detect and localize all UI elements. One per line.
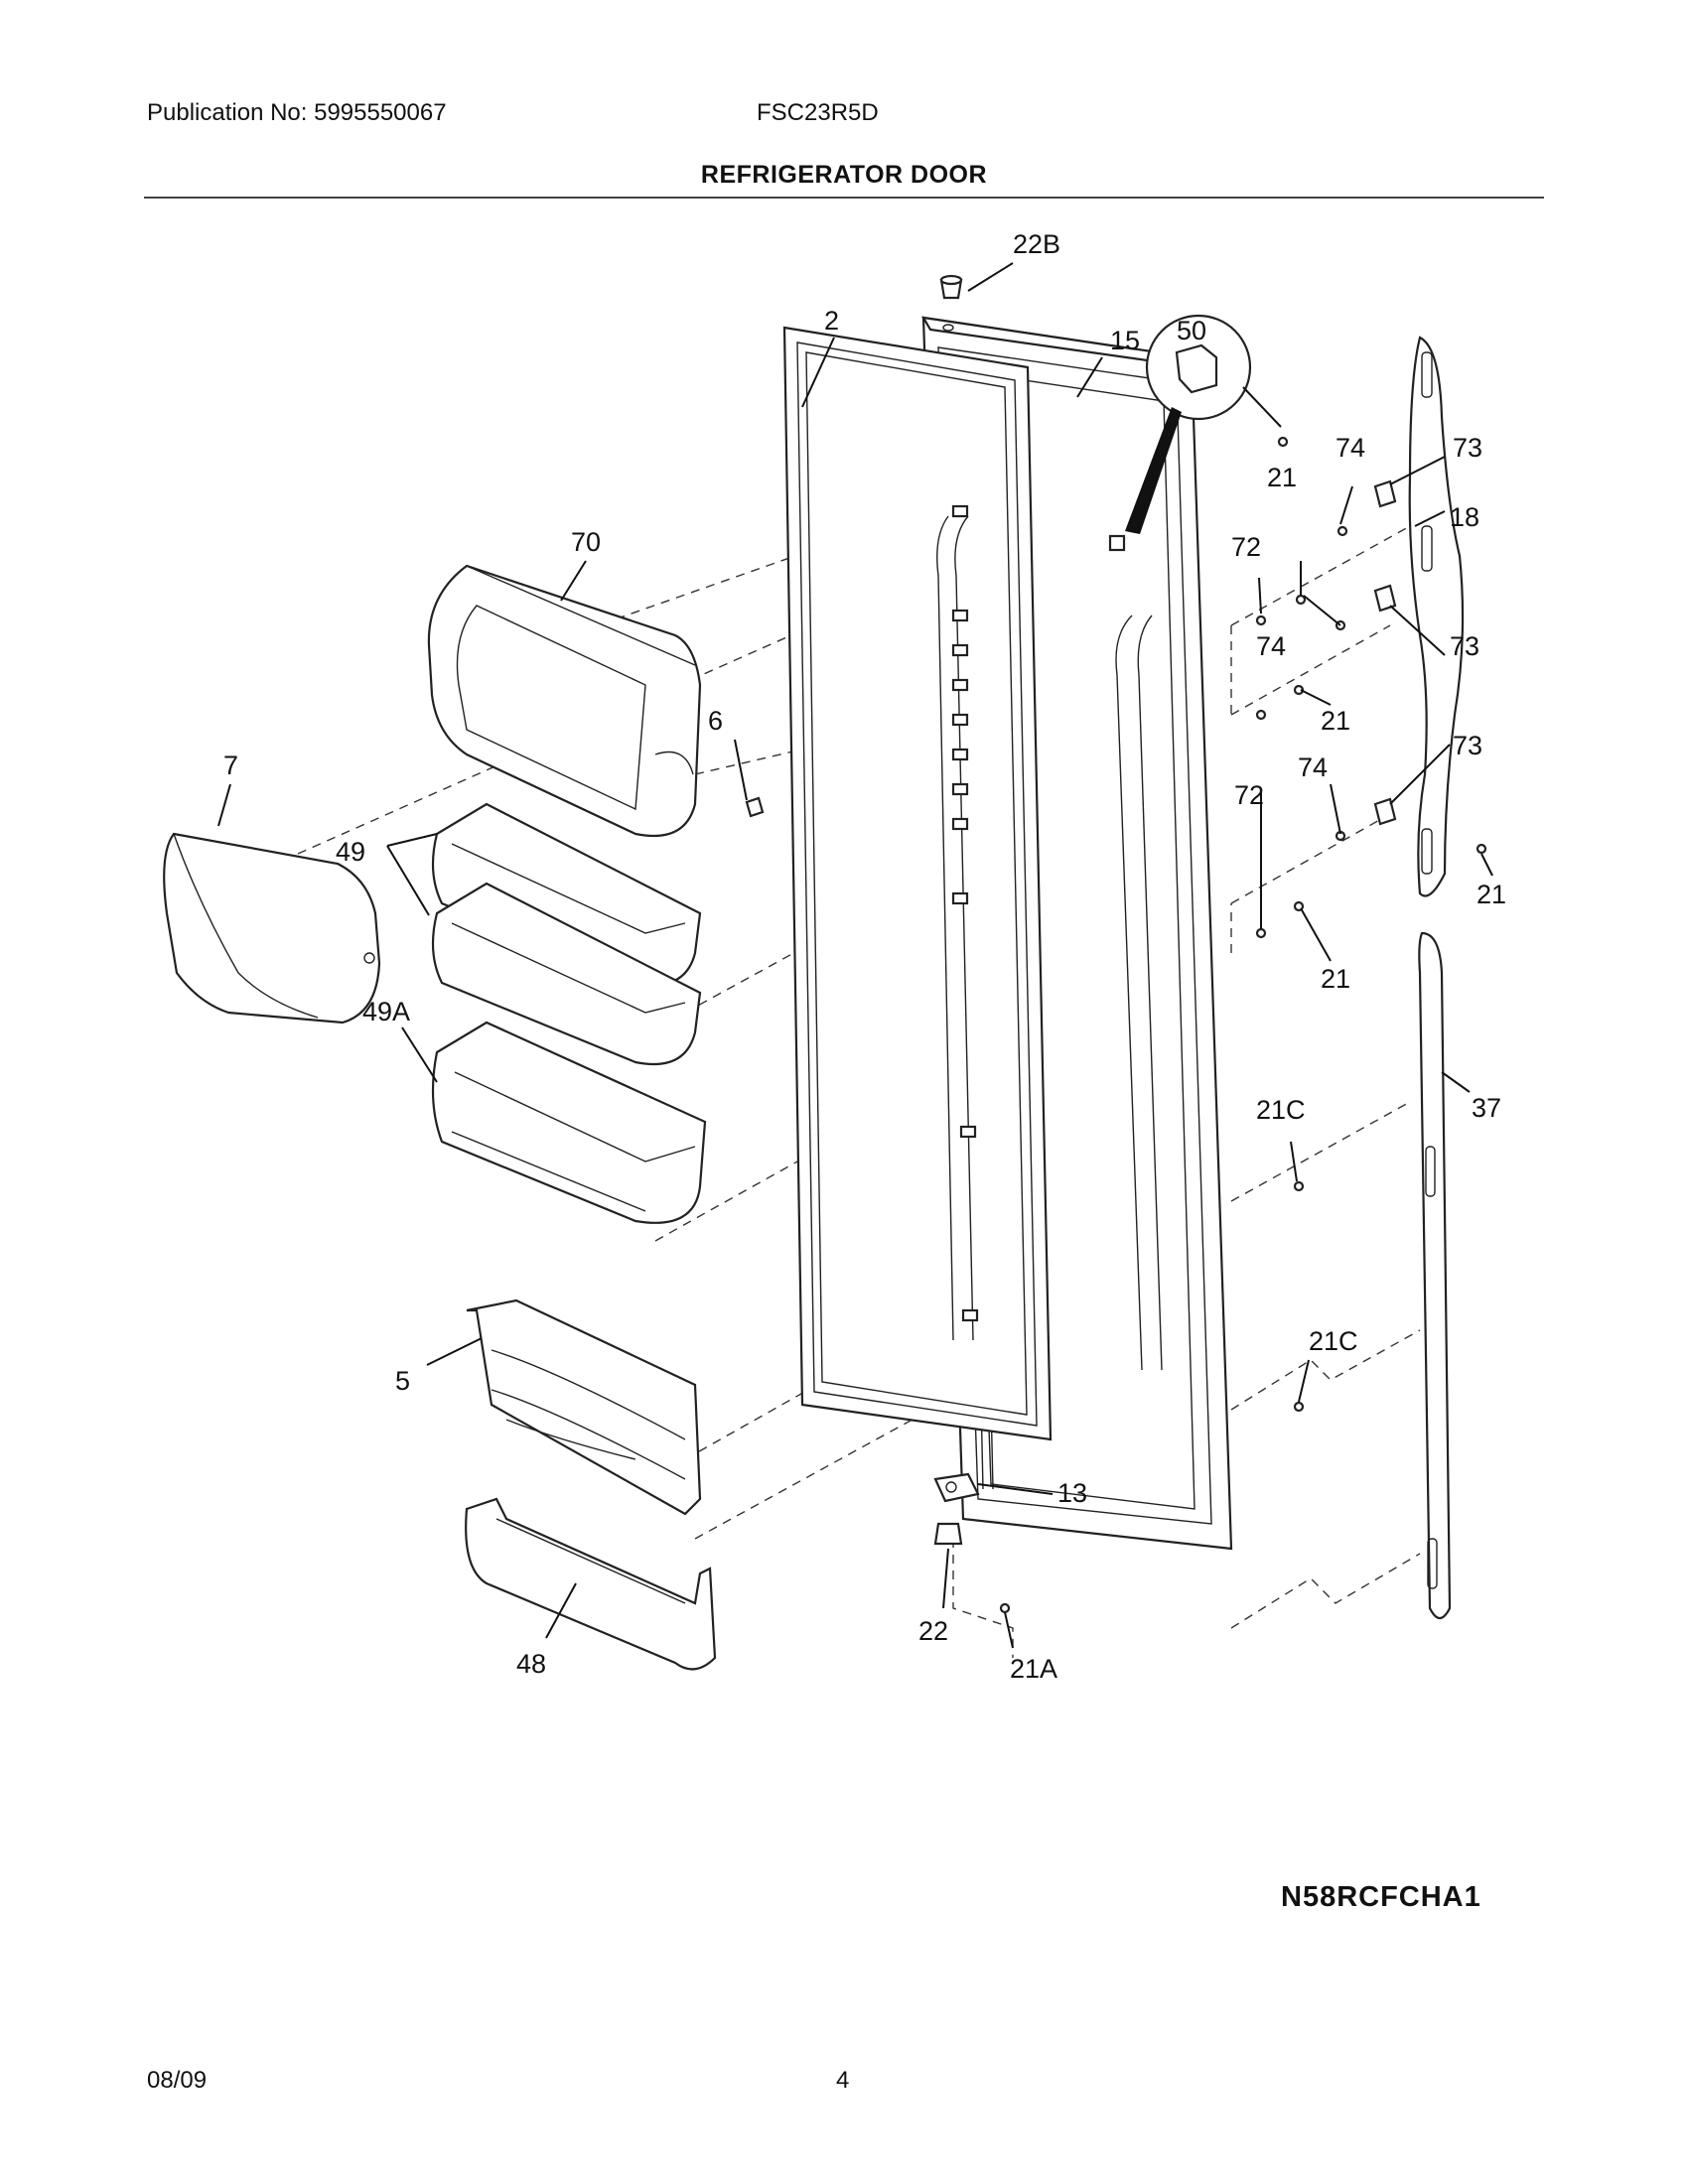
liner-pegs bbox=[951, 504, 979, 1322]
callout-70: 70 bbox=[571, 527, 601, 557]
callout-21-c: 21 bbox=[1477, 880, 1506, 909]
bottom-bin-48 bbox=[465, 1497, 717, 1671]
publication-number: Publication No: 5995550067 bbox=[147, 99, 447, 126]
callout-74-b: 74 bbox=[1256, 631, 1286, 661]
retainer-clip-6 bbox=[745, 796, 765, 818]
dairy-bin-70 bbox=[427, 564, 702, 838]
callout-6: 6 bbox=[708, 706, 723, 736]
door-shelf-49A bbox=[431, 1021, 707, 1224]
callout-49: 49 bbox=[336, 837, 365, 867]
clips-73 bbox=[1373, 479, 1397, 826]
callout-22: 22 bbox=[918, 1616, 948, 1646]
callout-21-d: 21 bbox=[1321, 964, 1350, 994]
callout-21A: 21A bbox=[1010, 1654, 1057, 1684]
callout-37: 37 bbox=[1472, 1093, 1501, 1123]
handle-trim-37 bbox=[1418, 931, 1452, 1620]
model-number: FSC23R5D bbox=[757, 99, 879, 126]
callout-48: 48 bbox=[516, 1649, 546, 1679]
callout-72-a: 72 bbox=[1231, 532, 1261, 562]
callout-7: 7 bbox=[223, 751, 238, 780]
door-shelf-49-bottom bbox=[431, 882, 702, 1066]
callout-49A: 49A bbox=[362, 997, 410, 1026]
callout-74-c: 74 bbox=[1298, 752, 1328, 782]
callout-5: 5 bbox=[395, 1366, 410, 1396]
leader-lines bbox=[217, 262, 1493, 1649]
callout-73-c: 73 bbox=[1453, 731, 1482, 760]
door-handle-18 bbox=[1408, 336, 1465, 897]
diagram-code: N58RCFCHA1 bbox=[1281, 1881, 1481, 1913]
callout-labels: 22B 15 2 50 74 73 21 18 72 74 73 21 70 6… bbox=[223, 229, 1506, 1684]
door-gasket-2 bbox=[782, 326, 1053, 1441]
callout-73-a: 73 bbox=[1453, 433, 1482, 463]
callout-13: 13 bbox=[1057, 1478, 1087, 1508]
callout-2: 2 bbox=[824, 306, 839, 336]
callout-73-b: 73 bbox=[1450, 631, 1479, 661]
callout-22B: 22B bbox=[1013, 229, 1060, 259]
footer-date: 08/09 bbox=[147, 2067, 208, 2094]
page-number: 4 bbox=[836, 2067, 850, 2094]
exploded-parts-diagram: 22B 15 2 50 74 73 21 18 72 74 73 21 70 6… bbox=[163, 229, 1506, 1684]
page-title: REFRIGERATOR DOOR bbox=[700, 161, 988, 189]
bushing-22 bbox=[933, 1522, 963, 1546]
callout-74-a: 74 bbox=[1336, 433, 1365, 463]
callout-50: 50 bbox=[1177, 316, 1206, 345]
callout-21-a: 21 bbox=[1267, 463, 1297, 492]
callout-21-b: 21 bbox=[1321, 706, 1350, 736]
callout-21C-b: 21C bbox=[1309, 1326, 1358, 1356]
callout-18: 18 bbox=[1450, 502, 1479, 532]
hinge-13 bbox=[933, 1472, 980, 1503]
detail-circle-50 bbox=[1108, 314, 1252, 552]
dairy-door-7 bbox=[163, 832, 381, 1024]
header-divider bbox=[144, 197, 1544, 199]
door-rack-5 bbox=[466, 1298, 702, 1516]
cap-22B bbox=[939, 274, 963, 300]
callout-21C-a: 21C bbox=[1256, 1095, 1306, 1125]
callout-15: 15 bbox=[1110, 326, 1140, 355]
callout-72-b: 72 bbox=[1234, 780, 1264, 810]
